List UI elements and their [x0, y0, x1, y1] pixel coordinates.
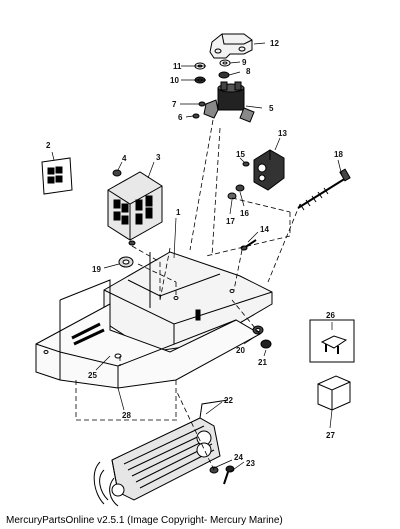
callout-16: 16 — [240, 209, 249, 218]
callout-8: 8 — [246, 67, 251, 76]
callout-15: 15 — [236, 150, 245, 159]
callout-9: 9 — [242, 58, 247, 67]
callout-10: 10 — [170, 76, 179, 85]
part-18-bolt — [297, 168, 351, 211]
callout-13: 13 — [278, 129, 287, 138]
callout-23: 23 — [246, 459, 255, 468]
part-23-screw — [223, 465, 235, 485]
part-4-nut — [112, 169, 122, 177]
part-19-grommet — [118, 256, 134, 268]
callout-3: 3 — [156, 153, 161, 162]
callout-labels: 12 11 10 9 8 7 6 5 2 4 3 13 15 18 16 17 … — [46, 39, 343, 468]
callout-26: 26 — [326, 311, 335, 320]
part-26-fuse — [309, 319, 355, 363]
callout-6: 6 — [178, 113, 183, 122]
callout-22: 22 — [224, 396, 233, 405]
callout-24: 24 — [234, 453, 243, 462]
part-13-connector — [253, 149, 285, 191]
part-27-relay — [317, 375, 351, 411]
part-12-clamp — [209, 33, 253, 59]
part-2-decal — [41, 157, 73, 195]
callout-19: 19 — [92, 265, 101, 274]
callout-4: 4 — [122, 154, 127, 163]
callout-14: 14 — [260, 225, 269, 234]
part-6-screw — [192, 113, 200, 119]
callout-28: 28 — [122, 411, 131, 420]
callout-1: 1 — [176, 208, 181, 217]
callout-7: 7 — [172, 100, 177, 109]
callout-25: 25 — [88, 371, 97, 380]
alignment-lines — [75, 119, 301, 471]
callout-27: 27 — [326, 431, 335, 440]
part-16-washer — [235, 184, 245, 192]
part-7-screw — [198, 101, 206, 107]
callout-11: 11 — [173, 62, 182, 71]
leader-lines — [51, 42, 343, 473]
part-9-nut — [219, 59, 231, 67]
callout-5: 5 — [269, 104, 274, 113]
part-21-washer — [260, 339, 272, 349]
callout-21: 21 — [258, 358, 267, 367]
part-17-washer — [227, 192, 237, 200]
part-3-module — [107, 171, 163, 246]
part-8-washer — [218, 71, 230, 79]
part-15-screw — [242, 161, 250, 167]
copyright-footer: MercuryPartsOnline v2.5.1 (Image Copyrig… — [6, 515, 283, 526]
callout-18: 18 — [334, 150, 343, 159]
callout-17: 17 — [226, 217, 235, 226]
callout-20: 20 — [236, 346, 245, 355]
callout-2: 2 — [46, 141, 51, 150]
part-22-regulator — [93, 399, 229, 507]
callout-12: 12 — [270, 39, 279, 48]
part-5-solenoid — [203, 81, 255, 123]
